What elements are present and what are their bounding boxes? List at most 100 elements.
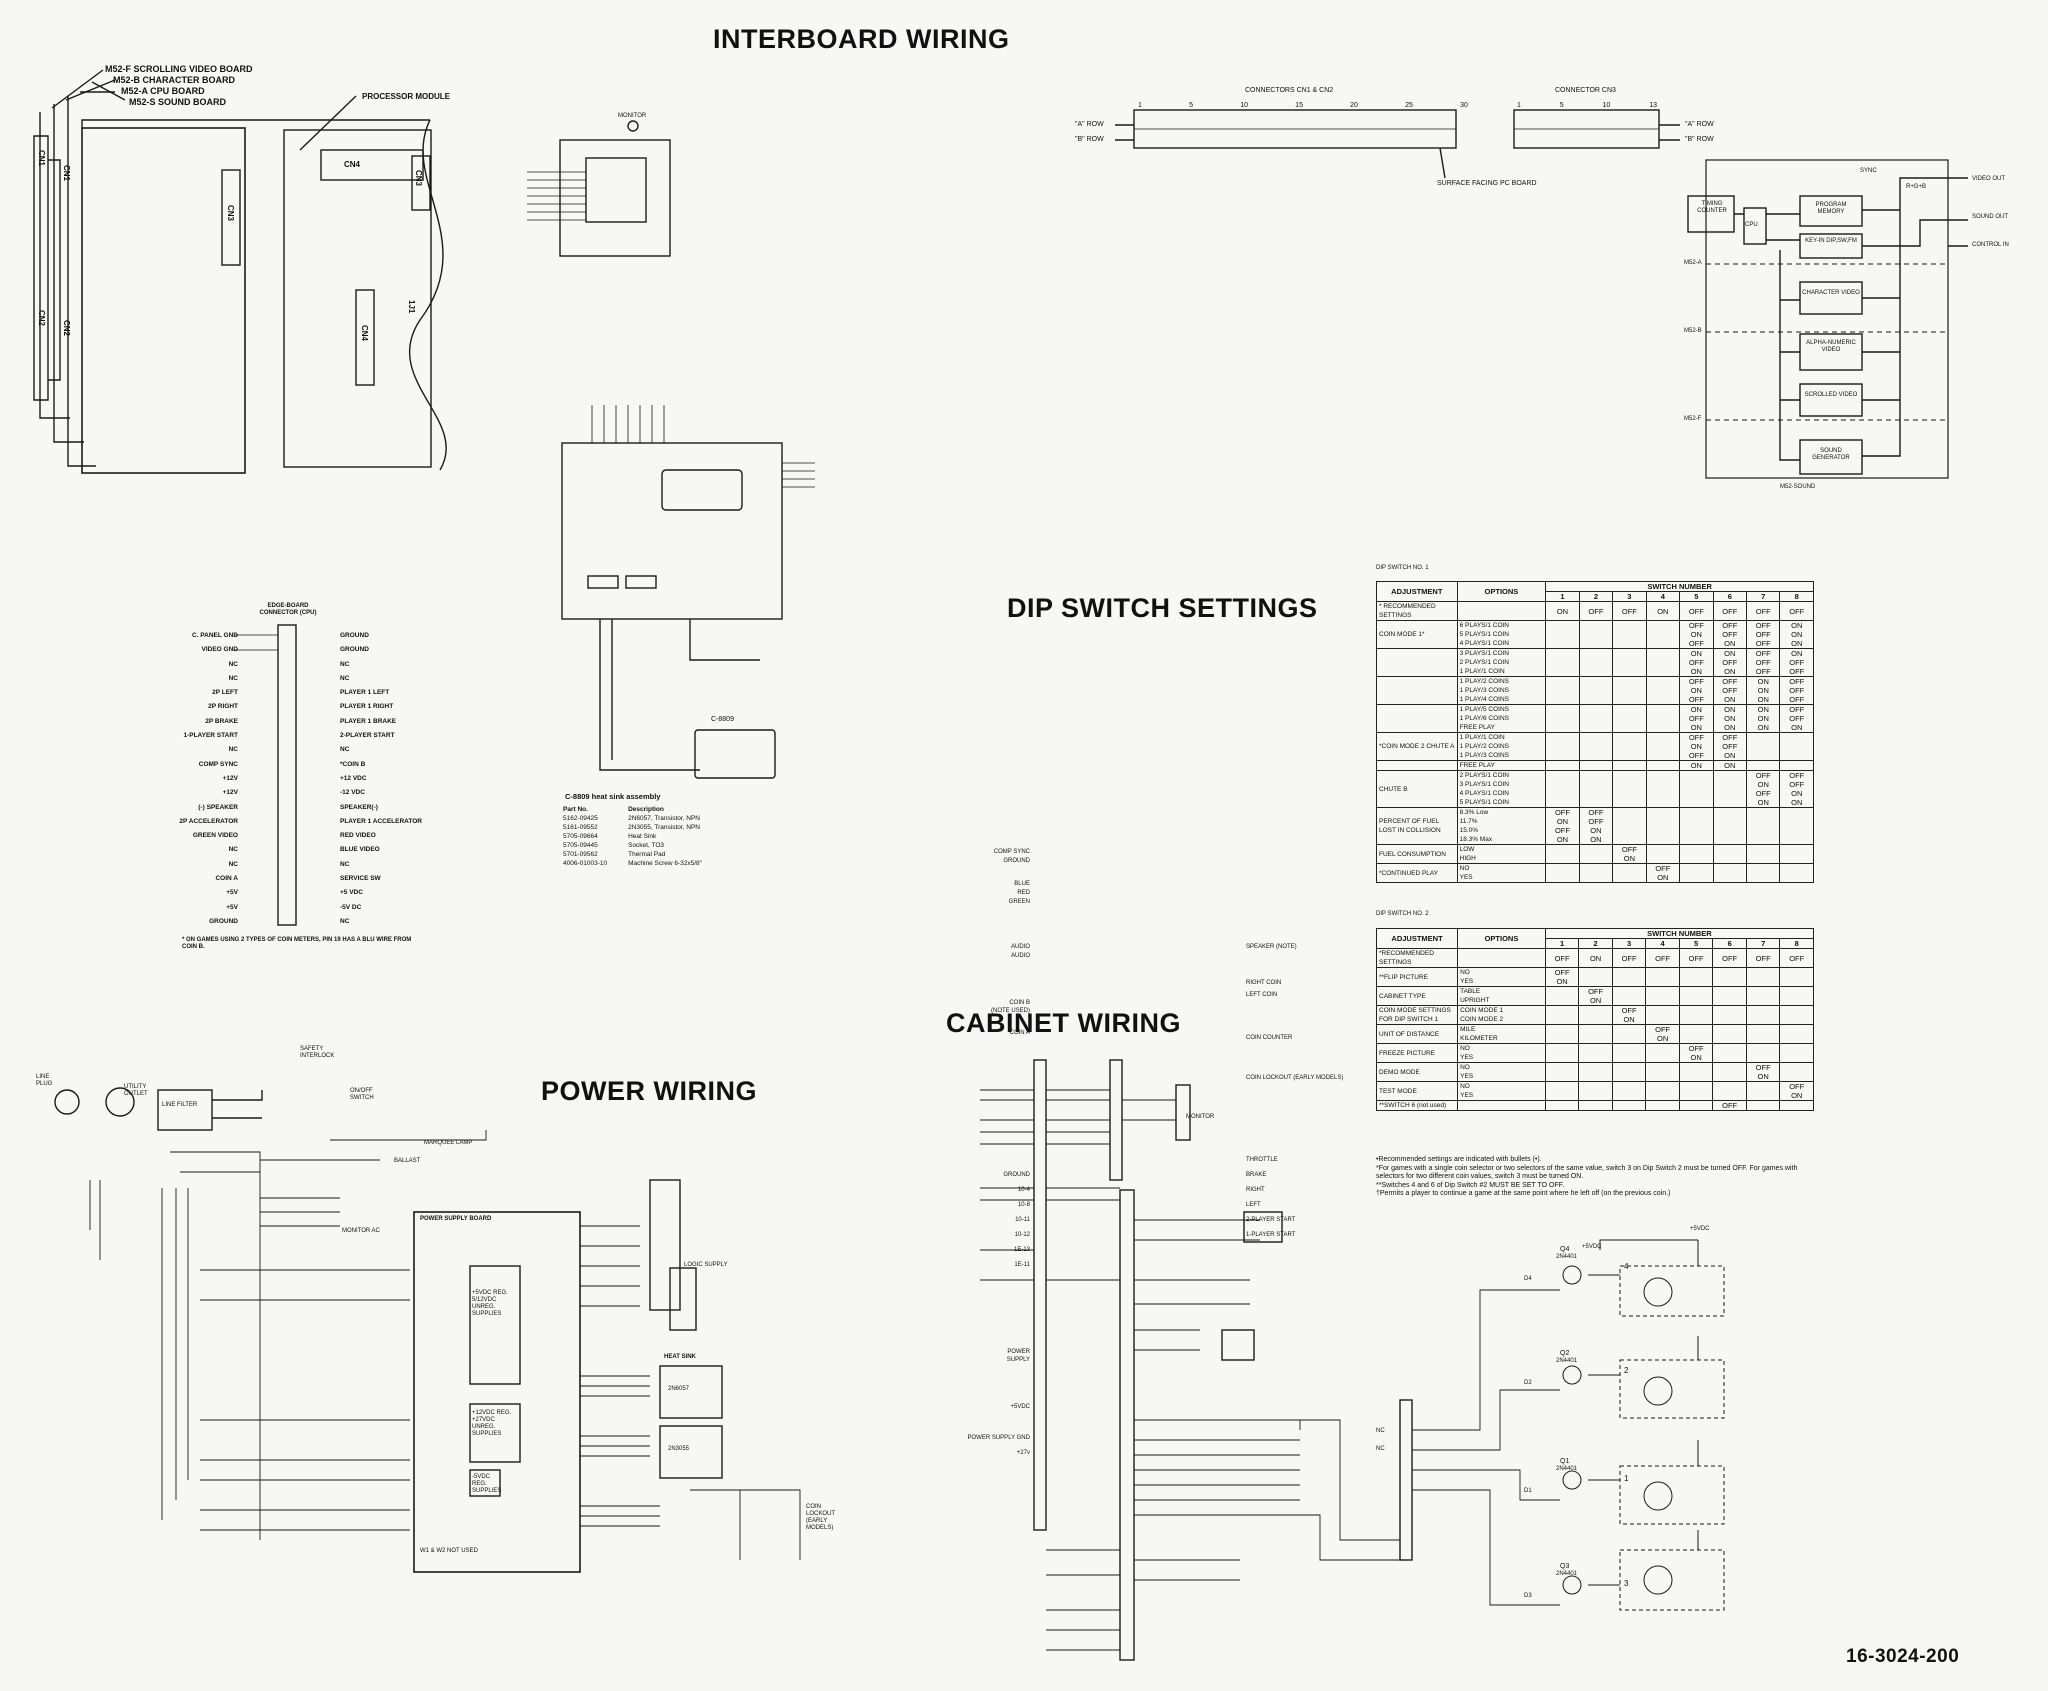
cn3-title: CONNECTOR CN3 [1555, 87, 1616, 94]
edge-pin-right: *COIN B [340, 760, 366, 768]
dip-value [1779, 732, 1814, 761]
dip-value [1645, 704, 1681, 733]
tick: 10 [1240, 102, 1248, 109]
dip-value: OFF [1712, 1100, 1747, 1111]
dip-value [1578, 1081, 1613, 1101]
dip-value: ON [1645, 601, 1681, 621]
dip-value [1544, 1081, 1580, 1101]
dip-value [1612, 807, 1647, 845]
dip-value [1544, 1005, 1580, 1025]
dip-value: ON [1545, 601, 1580, 621]
dip-value [1679, 770, 1714, 808]
dip-value [1578, 648, 1614, 677]
dip-options: COIN MODE 1 COIN MODE 2 [1457, 1005, 1546, 1025]
dip-value: OFF [1612, 601, 1647, 621]
dip-value [1712, 1081, 1747, 1101]
tick: 25 [1405, 102, 1413, 109]
edge-pin-left: +5V [226, 889, 238, 897]
cn3-left-label: CN3 [226, 205, 235, 222]
dip-col-number: 3 [1611, 938, 1647, 949]
led-stage-number: 4 [1624, 1262, 1629, 1271]
dip-value [1746, 732, 1781, 761]
b-row-left: "B" ROW [1075, 136, 1104, 143]
dip-value [1611, 1062, 1647, 1082]
dip-value: OFF OFF ON [1779, 704, 1814, 733]
dip-value [1679, 863, 1714, 883]
monitor-ac-label: MONITOR AC [342, 1228, 380, 1234]
dip-value [1578, 1100, 1613, 1111]
edge-pin-right: RED VIDEO [340, 832, 376, 840]
heatsink-desc: Socket, TO3 [628, 842, 664, 849]
dip-value: OFF [1712, 948, 1747, 968]
dip-head-options: OPTIONS [1457, 928, 1546, 949]
dip-value: OFF ON OFF ON [1545, 807, 1580, 845]
dip-value [1645, 760, 1681, 771]
transistor-type: 2N4401 [1556, 1254, 1578, 1260]
cabinet-left-label: 10-11 [1015, 1217, 1030, 1223]
m52a-label: M52-A [1684, 260, 1702, 266]
dip-value [1578, 1043, 1613, 1063]
board-label: M52-A CPU BOARD [121, 86, 205, 96]
dip-value: OFF ON OFF [1679, 676, 1714, 705]
keyin-block: KEY-IN DIP,SW,FM [1805, 238, 1857, 244]
dip-options: 2 PLAYS/1 COIN 3 PLAYS/1 COIN 4 PLAYS/1 … [1456, 770, 1547, 808]
dip-value: OFF [1611, 948, 1647, 968]
utility-outlet-label: UTILITY OUTLET [124, 1084, 148, 1097]
cabinet-left-label: AUDIO [1010, 944, 1030, 950]
rgb-label: R+G+B [1906, 184, 1927, 190]
dip-value: OFF OFF ON [1712, 732, 1748, 761]
tick: 1 [1138, 102, 1142, 109]
dip-value: OFF ON OFF [1679, 620, 1714, 649]
dip-value [1712, 863, 1748, 883]
dip-col-number: 3 [1612, 591, 1647, 602]
dip-value: ON OFF ON [1679, 704, 1714, 733]
board-stack-labels: M52-F SCROLLING VIDEO BOARD M52-B CHARAC… [105, 64, 253, 108]
dip-value [1545, 620, 1580, 649]
dip-value [1578, 676, 1614, 705]
dip-options: 3 PLAYS/1 COIN 2 PLAYS/1 COIN 1 PLAY/1 C… [1456, 648, 1547, 677]
edge-pin-left: +5V [226, 903, 238, 911]
power-title: POWER WIRING [541, 1076, 757, 1106]
dip-value: OFF OFF OFF [1746, 620, 1781, 649]
cabinet-monitor-label: MONITOR [1186, 1114, 1215, 1120]
dip-col-number: 2 [1578, 938, 1613, 949]
dip-value [1544, 1024, 1580, 1044]
cn3-ticks: 1 5 10 13 [1517, 102, 1657, 110]
cn12-ticks: 1 5 10 15 20 25 30 [1138, 102, 1468, 110]
dip-value [1544, 1100, 1580, 1111]
dip-value [1745, 967, 1781, 987]
line-plug-label: LINE PLUG [36, 1074, 53, 1087]
dip-value [1779, 967, 1814, 987]
dip-value [1779, 1100, 1814, 1111]
dip-value [1746, 807, 1781, 845]
interboard-title: INTERBOARD WIRING [713, 24, 1010, 54]
m52f-label: M52-F [1684, 416, 1702, 422]
dip-adjustment: CHUTE B [1376, 770, 1458, 808]
dip-value: OFF ON [1544, 967, 1580, 987]
dip-value [1779, 1062, 1814, 1082]
dip-value [1679, 807, 1714, 845]
heatsink-part: 5161-09552 [563, 824, 598, 831]
dip-adjustment: TEST MODE [1375, 1081, 1459, 1101]
dip-options: NO YES [1456, 863, 1547, 883]
vcc-label-2: +5VDC [1690, 1226, 1710, 1232]
dip-value [1678, 1024, 1714, 1044]
led-stage-number: 2 [1624, 1366, 1629, 1375]
edge-pin-left: NC [228, 846, 238, 854]
logic-supply-label: LOGIC SUPPLY [684, 1262, 728, 1268]
tick: 20 [1350, 102, 1358, 109]
edge-pin-left: VIDEO GND [201, 646, 238, 654]
edge-pin-left: GROUND [209, 917, 238, 925]
dip-head-switch-number: SWITCH NUMBER [1545, 581, 1814, 592]
dip-value [1545, 648, 1580, 677]
